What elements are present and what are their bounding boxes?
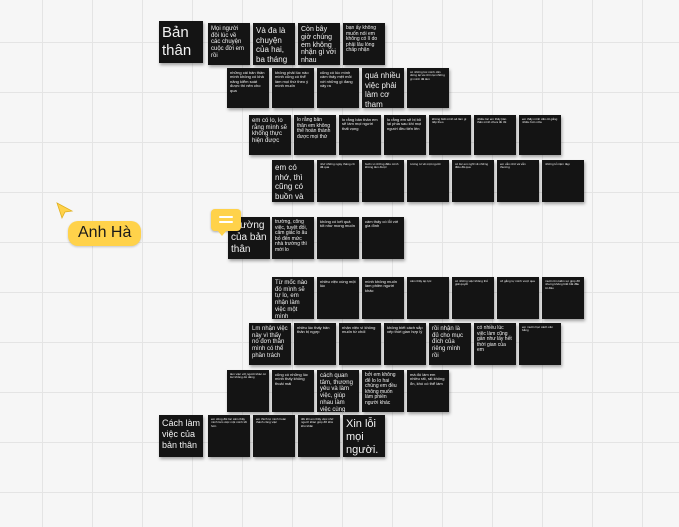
sticky-note[interactable]: nhận việc vì không muốn từ chối (339, 323, 381, 365)
sticky-note[interactable]: mình không muốn làm phiền người khác (362, 277, 404, 319)
sticky-note[interactable]: nhiều việc cùng một lúc (317, 277, 359, 319)
sticky-note[interactable]: cũng có lúc mình cảm thấy mệt mỏi với nh… (317, 68, 359, 108)
sticky-note[interactable]: có những việc không thể giải quyết (452, 277, 494, 319)
sticky-note[interactable]: trường, công việc, tuyệt đối, cảm giác l… (272, 217, 314, 259)
sticky-note[interactable]: những kỉ niệm đẹp (542, 160, 584, 202)
sticky-note[interactable]: bạn ấy không muốn nói em không có lí do … (343, 23, 385, 65)
sticky-note[interactable]: em có nhớ, thì cũng có buồn và tương tư (272, 160, 314, 202)
sticky-note[interactable]: nhiều lúc thấy bản thân bị ngợp (294, 323, 336, 365)
sticky-note[interactable]: quá nhiều việc phải làm cơ tham vọng lớn (362, 68, 404, 108)
sticky-note[interactable]: cũng có những lúc mình thấy không thoải … (272, 370, 314, 412)
sticky-note[interactable]: có nhiều lúc việc làm cũng gần như lấy h… (474, 323, 516, 365)
sticky-note[interactable]: có lúc em nghĩ về những điều đã qua (452, 160, 494, 202)
sticky-note[interactable]: em thấy mình cần cố gắng nhiều hơn nữa (519, 115, 561, 155)
sticky-note[interactable]: Và đa là chuyện của hai, ba tháng trước (253, 23, 295, 65)
sticky-note[interactable]: đôi khi em thấy việc nhờ người khác giúp… (298, 415, 340, 457)
comment-icon[interactable] (211, 209, 241, 236)
sticky-note[interactable]: không biết cách sắp xếp thời gian hợp lý (384, 323, 426, 365)
collaborator-name-label: Anh Hà (68, 221, 142, 246)
sticky-note[interactable]: lo rằng bản thân em sẽ làm mọi người thấ… (339, 115, 381, 155)
sticky-note[interactable]: Xin lỗi mọi người. (343, 415, 385, 457)
sticky-note[interactable]: lo rằng bản thân em không thể hoàn thành… (294, 115, 336, 155)
sticky-note[interactable]: Từ mốc nào đó mình sẽ tự lo, em nhận làm… (272, 277, 314, 319)
sticky-note[interactable]: mà đó làm em nhiều rất, rất không ổn, kh… (407, 370, 449, 412)
sticky-note[interactable]: không phải lúc nào mình cũng có thể làm … (272, 68, 314, 108)
sticky-note[interactable]: Lm nhận việc này vì thấy nó đơn thân mìn… (249, 323, 291, 365)
sticky-note[interactable]: em vẫn nhớ và vẫn thương (497, 160, 539, 202)
sticky-note[interactable]: nhiều lúc em thấy bản thân mình chưa đủ … (474, 115, 516, 155)
sticky-note[interactable]: không có kết quả tốt như mong muốn (317, 217, 359, 259)
sticky-note[interactable]: cảm thấy có lỗi với gia đình (362, 217, 404, 259)
sticky-note[interactable]: Còn bây giờ chúng em không nhận gì với n… (298, 23, 340, 65)
sticky-note[interactable]: cách quan tâm, thương yêu và làm việc, g… (317, 370, 359, 412)
sticky-note[interactable]: làm việc với người khác có lúc không dễ … (227, 370, 269, 412)
sticky-note[interactable]: Trường của bản thân (228, 217, 270, 259)
sticky-note[interactable]: Bản thân (159, 21, 203, 63)
sticky-note[interactable]: lo rằng em sẽ bị bỏ lại phía sau khi mọi… (384, 115, 426, 155)
sticky-note[interactable]: không biết mình sẽ làm gì tiếp theo (429, 115, 471, 155)
sticky-note[interactable]: nhớ những ngày tháng cũ đã qua (317, 160, 359, 202)
sticky-note[interactable]: cố gắng tự mình vượt qua (497, 277, 539, 319)
sticky-note[interactable]: em muốn học cách cân bằng (519, 323, 561, 365)
sticky-note[interactable]: tương tư về một người (407, 160, 449, 202)
sticky-note[interactable]: em thích tự mình hoàn thành công việc (253, 415, 295, 457)
sticky-note[interactable]: có những lúc mình cần dừng lại và nhìn l… (407, 68, 449, 108)
sticky-note[interactable]: muốn tìm kiếm sự giúp đỡ nhưng không biế… (542, 277, 584, 319)
sticky-note[interactable]: bởi em không để lo lo hai chúng em đều k… (362, 370, 404, 412)
sticky-note[interactable]: rồi nhận là đủ cho mục đích của riêng mì… (429, 323, 471, 365)
sticky-note[interactable]: Mọi người đôi lúc về các chuyện cuộc đời… (208, 23, 250, 65)
sticky-note[interactable]: những cái bản thân mình không có khả năn… (227, 68, 269, 108)
sticky-note[interactable]: buồn vì những điều mình không làm được (362, 160, 404, 202)
sticky-note[interactable]: em có lo, lo rằng mình sẽ không thực hiệ… (249, 115, 291, 155)
sticky-note[interactable]: cảm thấy áp lực (407, 277, 449, 319)
collaborator-cursor-icon (56, 202, 74, 220)
sticky-note[interactable]: em cũng đôi lúc cảm thấy mình làm việc m… (208, 415, 250, 457)
sticky-note[interactable]: Cách làm việc của bản thân (159, 415, 203, 457)
